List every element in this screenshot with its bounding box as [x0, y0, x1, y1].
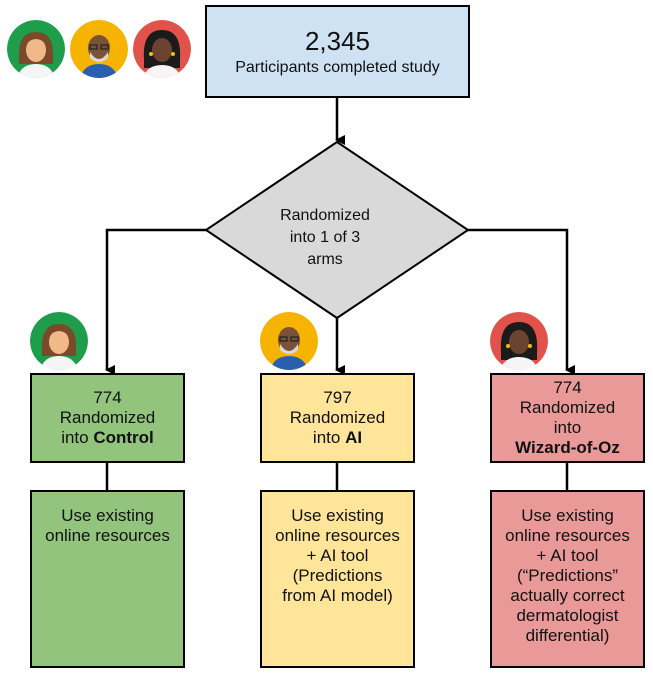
participants-box: 2,345 Participants completed study: [205, 5, 470, 98]
participants-label: Participants completed study: [235, 58, 440, 76]
bald-man-avatar: [70, 20, 128, 78]
detail-line: online resources: [45, 526, 170, 545]
arm-count: 797: [323, 388, 352, 407]
arm-line: into: [553, 418, 582, 437]
detail-line: differential): [525, 626, 610, 645]
control-detail-box: Use existing online resources: [30, 490, 185, 668]
arm-count: 774: [553, 378, 582, 397]
ai-arm-box: 797 Randomized into AI: [260, 373, 415, 463]
arm-line: Randomized: [289, 408, 386, 427]
bald-man-avatar: [260, 312, 318, 370]
detail-line: dermatologist: [516, 606, 619, 625]
diamond-label: Randomized into 1 of 3 arms: [265, 205, 385, 271]
arrow-to-wizard: [468, 228, 575, 375]
detail-line: + AI tool: [306, 546, 369, 565]
arm-name: AI: [345, 428, 363, 447]
detail-line: online resources: [275, 526, 400, 545]
arm-name: Control: [93, 428, 154, 447]
detail-line: Use existing: [521, 506, 614, 525]
detail-line: (Predictions: [292, 566, 383, 585]
woman-avatar: [30, 312, 88, 370]
detail-line: + AI tool: [536, 546, 599, 565]
diamond-line: Randomized: [280, 207, 370, 224]
detail-line: Use existing: [291, 506, 384, 525]
detail-line: actually correct: [510, 586, 625, 605]
dark-hair-woman-avatar: [133, 20, 191, 78]
arm-line: into Control: [61, 428, 154, 448]
detail-line: Use existing: [61, 506, 154, 525]
detail-line: (“Predictions”: [516, 566, 619, 585]
arm-line: Wizard-of-Oz: [515, 438, 620, 458]
arm-line: into AI: [313, 428, 362, 448]
dark-hair-woman-avatar: [490, 312, 548, 370]
wizard-detail-box: Use existing online resources + AI tool …: [490, 490, 645, 668]
participants-count: 2,345: [304, 25, 371, 56]
arrow-to-control: [105, 228, 206, 375]
arm-prefix: into: [61, 428, 94, 447]
arm-prefix: into: [312, 428, 346, 447]
arm-line: Randomized: [519, 398, 616, 417]
detail-line: online resources: [505, 526, 630, 545]
wizard-arm-box: 774 Randomized into Wizard-of-Oz: [490, 373, 645, 463]
diamond-line: arms: [307, 251, 343, 268]
diamond-line: into 1 of 3: [289, 229, 361, 246]
arm-line: Randomized: [59, 408, 156, 427]
control-arm-box: 774 Randomized into Control: [30, 373, 185, 463]
woman-avatar: [7, 20, 65, 78]
arm-count: 774: [93, 388, 122, 407]
ai-detail-box: Use existing online resources + AI tool …: [260, 490, 415, 668]
detail-line: from AI model): [282, 586, 393, 605]
arm-name: Wizard-of-Oz: [515, 438, 620, 457]
